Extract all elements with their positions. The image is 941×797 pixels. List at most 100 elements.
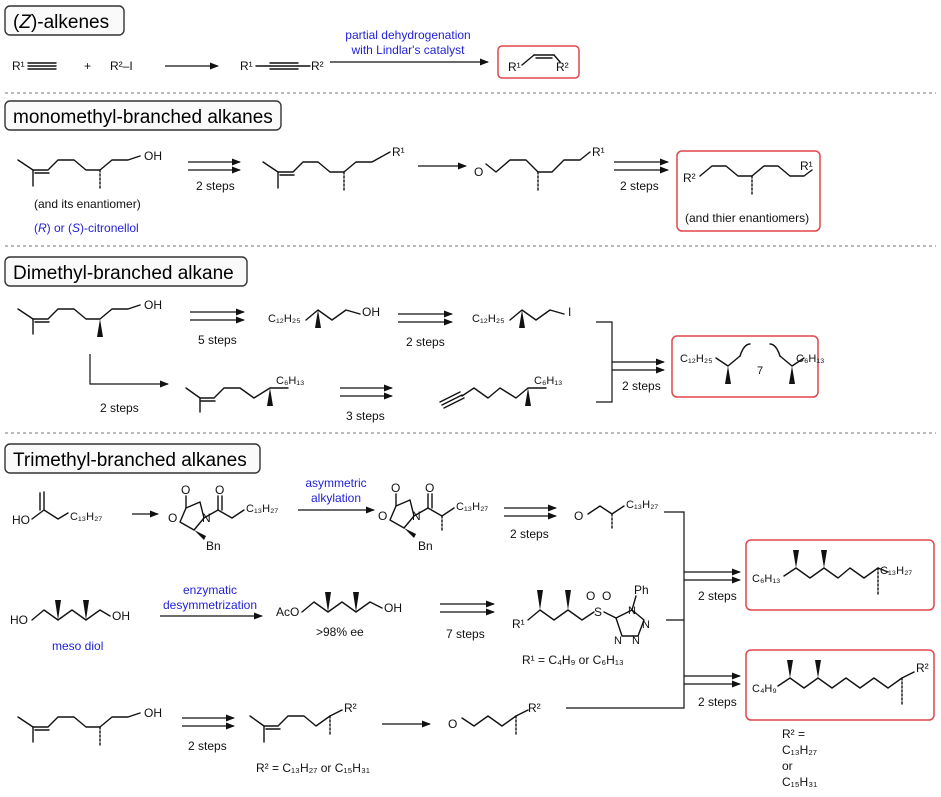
citronellol-structure <box>17 155 141 189</box>
heading-box <box>4 100 282 131</box>
aldehyde-o: O <box>448 717 457 731</box>
product-c6h13: C₆H₁₃ <box>796 353 825 365</box>
alkene-r2 <box>249 709 343 743</box>
tetrazole-n: N <box>614 635 622 647</box>
tetrazole-n: N <box>632 635 640 647</box>
steps-label: 2 steps <box>100 401 139 415</box>
z-alkene-product <box>521 54 561 66</box>
trimethyl-product-1 <box>783 550 889 597</box>
aldehyde-c13h27: C₁₃H₂₇ <box>626 499 658 511</box>
heading-box <box>4 5 125 36</box>
section-dimethyl: Dimethyl-branched alkane OH 5 steps C₁₂H… <box>4 256 825 423</box>
meso-diol <box>31 600 111 621</box>
ox-ring-o: O <box>378 509 387 523</box>
arrow <box>89 354 169 388</box>
sulfone-o: O <box>586 589 595 603</box>
intermediate-r1 <box>262 151 391 191</box>
alcohol-oh: OH <box>362 305 380 319</box>
alkyne-c6h13 <box>439 387 547 409</box>
product-c12h25: C₁₂H₂₅ <box>680 353 713 365</box>
aldehyde-intermediate <box>485 151 591 191</box>
aldehyde-o: O <box>474 165 483 179</box>
product-box <box>497 45 580 79</box>
tetrazolyl-sulfone <box>527 590 645 637</box>
sulfone-r1: R¹ <box>512 617 525 631</box>
citronellol-oh: OH <box>144 149 162 163</box>
alkene-c6h13 <box>185 387 289 413</box>
c6h13-label: C₆H₁₃ <box>534 375 563 387</box>
steps-label: 2 steps <box>196 179 235 193</box>
citronellol-structure <box>17 712 141 746</box>
tetrazole-n: N <box>642 619 650 631</box>
section-heading: Dimethyl-branched alkane <box>13 263 234 284</box>
steps-label: 5 steps <box>198 333 237 347</box>
tetrazole-n: N <box>628 605 636 617</box>
alkyl-c13h27: C₁₃H₂₇ <box>456 501 488 513</box>
ox-carbonyl-o: O <box>391 481 400 495</box>
alkyne-r2: R² <box>311 59 324 73</box>
citronellol-structure <box>17 304 141 337</box>
ox-n: N <box>412 509 421 523</box>
r2-eq-line1: R² = <box>782 727 805 741</box>
heading-box <box>4 256 248 287</box>
steps-label: 2 steps <box>188 739 227 753</box>
r2-definition: R² = C₁₃H₂₇ or C₁₅H₃₁ <box>256 761 370 775</box>
aldehyde-o: O <box>574 509 583 523</box>
alkyne-r1: R¹ <box>240 59 253 73</box>
section-trimethyl: Trimethyl-branched alkanes HO C₁₃H₂₇ O O… <box>4 443 935 789</box>
product-box <box>671 335 819 398</box>
product-r1: R¹ <box>800 159 813 173</box>
iodide-intermediate <box>509 309 565 328</box>
steps-label: 2 steps <box>698 695 737 709</box>
monoacetate <box>301 592 383 613</box>
section-monomethyl: monomethyl-branched alkanes OH (and its … <box>4 100 821 235</box>
product-r1: R¹ <box>508 60 521 74</box>
ee-label: >98% ee <box>316 625 364 639</box>
steps-label: 2 steps <box>620 179 659 193</box>
r1-label: R¹ <box>392 145 405 159</box>
heading-box <box>4 443 261 474</box>
acid-c13h27: C₁₃H₂₇ <box>70 511 102 523</box>
plus-sign: + <box>84 59 91 73</box>
product-box <box>745 649 935 721</box>
enzymatic-condition-line2: desymmetrization <box>163 598 257 612</box>
acyl-c13h27: C₁₃H₂₇ <box>246 503 278 515</box>
r2-eq-line4: C₁₅H₃₁ <box>782 775 817 789</box>
steps-label: 2 steps <box>406 335 445 349</box>
product-c6h13: C₆H₁₃ <box>752 573 781 585</box>
section-heading: Trimethyl-branched alkanes <box>13 450 247 471</box>
terminal-alkyne <box>27 62 57 70</box>
sulfone-s: S <box>594 605 602 619</box>
acetate-aco: AcO <box>276 605 299 619</box>
product-box <box>745 539 935 611</box>
r2-label: R² <box>528 701 541 715</box>
reagent-r1: R¹ <box>12 59 25 73</box>
c12h25-label: C₁₂H₂₅ <box>268 313 301 325</box>
section-heading: monomethyl-branched alkanes <box>13 107 273 128</box>
r1-label: R¹ <box>592 145 605 159</box>
acyl-o: O <box>425 481 434 495</box>
citronellol-oh: OH <box>144 706 162 720</box>
asymmetric-condition-line2: alkylation <box>311 491 361 505</box>
reagent-r2-iodide: R²–I <box>110 59 133 73</box>
internal-alkyne <box>255 62 311 70</box>
asymmetric-condition-line1: asymmetric <box>305 476 366 490</box>
diol-oh: OH <box>112 609 130 623</box>
product-box <box>676 150 821 232</box>
sulfone-o: O <box>602 589 611 603</box>
steps-label: 2 steps <box>622 379 661 393</box>
steps-label: 2 steps <box>510 527 549 541</box>
product-r2: R² <box>683 171 696 185</box>
fatty-acid <box>31 491 69 520</box>
section-z-alkenes: (Z)-alkenes R¹ + R²–I R¹ R² partial dehy… <box>4 5 580 79</box>
r2-label: R² <box>344 701 357 715</box>
acyl-oxazolidinone <box>179 495 245 540</box>
section-heading: (Z)-alkenes <box>13 12 109 33</box>
phenyl-ph: Ph <box>634 583 649 597</box>
lindlar-condition-line2: with Lindlar's catalyst <box>350 43 465 57</box>
ox-carbonyl-o: O <box>181 483 190 497</box>
monoacetate-oh: OH <box>384 601 402 615</box>
chiral-aldehyde <box>587 505 625 531</box>
monomethyl-product <box>699 165 813 195</box>
